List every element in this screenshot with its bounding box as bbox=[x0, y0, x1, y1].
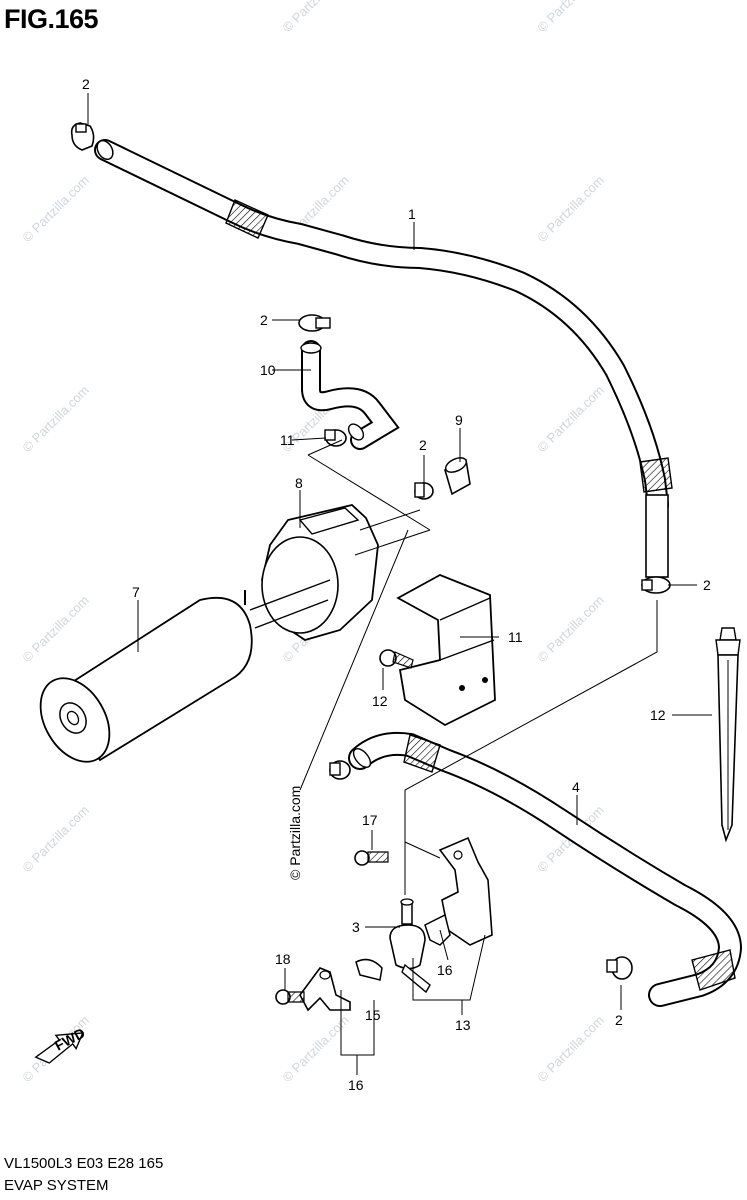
bracket-6 bbox=[261, 504, 379, 641]
canister-5 bbox=[39, 579, 331, 763]
callout-1: 1 bbox=[408, 206, 416, 222]
bolt-12 bbox=[379, 649, 414, 669]
clamp-2-bottom bbox=[606, 956, 633, 980]
hose-4 bbox=[348, 731, 743, 1007]
hose-1 bbox=[94, 139, 673, 578]
valve-3 bbox=[389, 898, 431, 994]
figure-title: FIG.165 bbox=[4, 4, 99, 34]
callout-9: 11 bbox=[280, 432, 295, 448]
callout-15: 17 bbox=[362, 812, 378, 828]
callout-18: 18 bbox=[275, 951, 291, 967]
clamp-2-mid bbox=[414, 482, 434, 500]
center-watermark: © Partzilla.com bbox=[287, 786, 303, 880]
callout-2: 2 bbox=[615, 1012, 623, 1028]
clip-17 bbox=[355, 958, 383, 981]
hose-7 bbox=[444, 457, 471, 496]
leader-lines bbox=[87, 93, 712, 1075]
clip-14 bbox=[424, 913, 451, 946]
bolt-15 bbox=[354, 850, 389, 866]
clamp-9 bbox=[324, 429, 347, 447]
clamp-2-top bbox=[70, 122, 95, 151]
fwd-arrow: FWD bbox=[34, 1025, 88, 1064]
callout-17: 15 bbox=[365, 1007, 381, 1023]
callout-3: 3 bbox=[352, 919, 360, 935]
hose-8 bbox=[300, 340, 400, 450]
model-code: VL1500L3 E03 E28 165 bbox=[4, 1155, 164, 1172]
alignment-lines bbox=[299, 439, 658, 895]
clamp-16 bbox=[299, 967, 351, 1012]
callout-8: 10 bbox=[260, 362, 276, 378]
callout-14: 16 bbox=[437, 962, 453, 978]
callout-10: 12 bbox=[650, 707, 666, 723]
bracket-13 bbox=[438, 836, 493, 946]
strap-10 bbox=[715, 627, 741, 843]
callout-2: 2 bbox=[419, 437, 427, 453]
cover-11 bbox=[396, 574, 496, 727]
callout-5: 7 bbox=[132, 584, 140, 600]
clamp-hose-4 bbox=[329, 760, 351, 780]
callout-2: 2 bbox=[82, 76, 90, 92]
callout-11: 11 bbox=[508, 629, 523, 645]
callouts: 2 1 2 10 11 2 9 8 2 7 11 12 12 4 17 3 16… bbox=[82, 76, 711, 1093]
bolt-18 bbox=[275, 989, 305, 1005]
callout-7: 9 bbox=[455, 412, 463, 428]
callout-16: 16 bbox=[348, 1077, 364, 1093]
callout-4: 4 bbox=[572, 779, 580, 795]
callout-2: 2 bbox=[703, 577, 711, 593]
clamp-2-mid-upper bbox=[298, 314, 331, 332]
callout-12: 12 bbox=[372, 693, 388, 709]
fwd-label: FWD bbox=[52, 1025, 88, 1054]
callout-6: 8 bbox=[295, 475, 303, 491]
callout-2: 2 bbox=[260, 312, 268, 328]
callout-13: 13 bbox=[455, 1017, 471, 1033]
section-title: EVAP SYSTEM bbox=[4, 1177, 109, 1194]
clamp-2-right bbox=[641, 576, 671, 594]
